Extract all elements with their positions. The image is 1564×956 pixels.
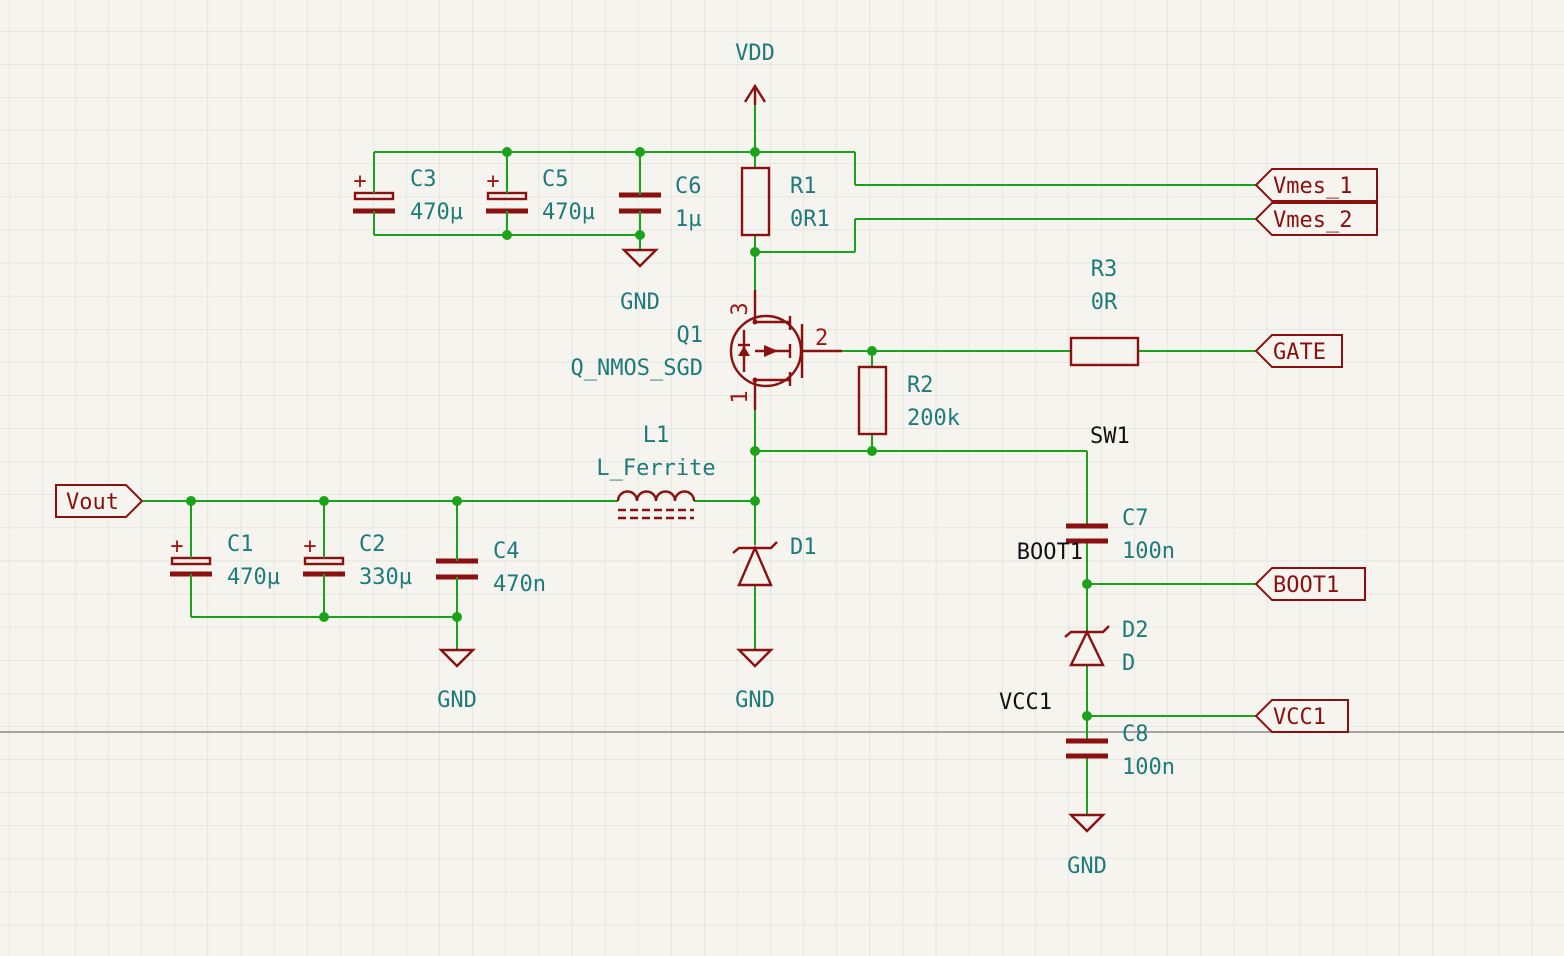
d1-ref: D1 (790, 535, 817, 560)
q1-pin-2: 2 (815, 326, 828, 351)
gnd-label-top: GND (620, 290, 660, 315)
global-label-vout[interactable]: Vout (55, 484, 144, 518)
capacitor-c3[interactable]: + C3 470µ (353, 167, 463, 228)
net-label-boot1: BOOT1 (1017, 540, 1083, 565)
global-label-boot1[interactable]: BOOT1 (1254, 567, 1366, 601)
gnd-label-output: GND (437, 688, 477, 713)
diode-d1[interactable]: D1 (732, 535, 817, 587)
net-label-sw1: SW1 (1090, 424, 1130, 449)
gnd-symbol-vcc[interactable]: GND (1067, 813, 1107, 879)
c8-ref: C8 (1122, 722, 1149, 747)
l1-value: L_Ferrite (596, 456, 715, 481)
c4-value: 470n (493, 572, 546, 597)
c2-ref: C2 (359, 532, 386, 557)
polarity-mark: + (170, 534, 183, 559)
global-label-vmes2-text: Vmes_2 (1273, 208, 1352, 233)
c7-value: 100n (1122, 539, 1175, 564)
c1-value: 470µ (227, 565, 280, 590)
l1-ref: L1 (643, 423, 670, 448)
capacitor-c7[interactable]: C7 100n (1066, 506, 1175, 564)
r2-value: 200k (907, 406, 960, 431)
c4-ref: C4 (493, 539, 520, 564)
capacitor-c4[interactable]: C4 470n (436, 539, 546, 597)
q1-pin-1: 1 (728, 390, 753, 403)
c6-value: 1µ (675, 207, 702, 232)
r3-ref: R3 (1091, 257, 1118, 282)
global-label-vmes1[interactable]: Vmes_1 (1254, 168, 1378, 202)
polarity-mark: + (486, 169, 499, 194)
gnd-symbol-output[interactable]: GND (437, 648, 477, 713)
global-label-vcc1[interactable]: VCC1 (1254, 699, 1349, 733)
resistor-r2[interactable]: R2 200k (857, 365, 960, 436)
r3-value: 0R (1091, 290, 1118, 315)
resistor-r1[interactable]: R1 0R1 (740, 166, 830, 237)
gnd-symbol-top[interactable]: GND (620, 248, 660, 315)
c3-ref: C3 (410, 167, 437, 192)
r2-ref: R2 (907, 373, 934, 398)
q1-ref: Q1 (677, 323, 704, 348)
junction-dots (186, 147, 1092, 721)
c6-ref: C6 (675, 174, 702, 199)
inductor-l1[interactable]: L1 L_Ferrite (596, 423, 716, 520)
c3-value: 470µ (410, 200, 463, 225)
global-label-vmes1-text: Vmes_1 (1273, 174, 1352, 199)
c7-ref: C7 (1122, 506, 1149, 531)
capacitor-c5[interactable]: + C5 470µ (486, 167, 595, 228)
polarity-mark: + (353, 169, 366, 194)
c8-value: 100n (1122, 755, 1175, 780)
global-label-vcc1-text: VCC1 (1273, 705, 1326, 730)
capacitor-c2[interactable]: + C2 330µ (303, 532, 412, 592)
capacitor-c8[interactable]: C8 100n (1066, 722, 1175, 780)
diode-d2[interactable]: D2 D (1064, 618, 1149, 676)
vdd-power-symbol[interactable]: VDD (735, 41, 775, 105)
c1-ref: C1 (227, 532, 254, 557)
global-label-boot1-text: BOOT1 (1273, 573, 1339, 598)
c5-ref: C5 (542, 167, 569, 192)
gnd-label-vcc: GND (1067, 854, 1107, 879)
net-label-vcc1: VCC1 (999, 690, 1052, 715)
mosfet-q1[interactable]: 3 2 1 Q1 Q_NMOS_SGD (571, 290, 842, 410)
d2-value: D (1122, 651, 1135, 676)
d2-ref: D2 (1122, 618, 1149, 643)
global-label-gate-text: GATE (1273, 340, 1326, 365)
global-label-gate[interactable]: GATE (1254, 334, 1343, 368)
r1-ref: R1 (790, 174, 817, 199)
resistor-r3[interactable]: R3 0R (1069, 257, 1140, 367)
r1-value: 0R1 (790, 207, 830, 232)
vdd-label: VDD (735, 41, 775, 66)
capacitor-c1[interactable]: + C1 470µ (170, 532, 280, 592)
gnd-label-diode: GND (735, 688, 775, 713)
c2-value: 330µ (359, 565, 412, 590)
q1-value: Q_NMOS_SGD (571, 356, 703, 381)
capacitor-c6[interactable]: C6 1µ (619, 174, 702, 232)
gnd-symbol-diode[interactable]: GND (735, 648, 775, 713)
polarity-mark: + (303, 534, 316, 559)
q1-pin-3: 3 (728, 302, 753, 315)
c5-value: 470µ (542, 200, 595, 225)
global-label-vout-text: Vout (66, 490, 119, 515)
global-label-vmes2[interactable]: Vmes_2 (1254, 202, 1378, 236)
